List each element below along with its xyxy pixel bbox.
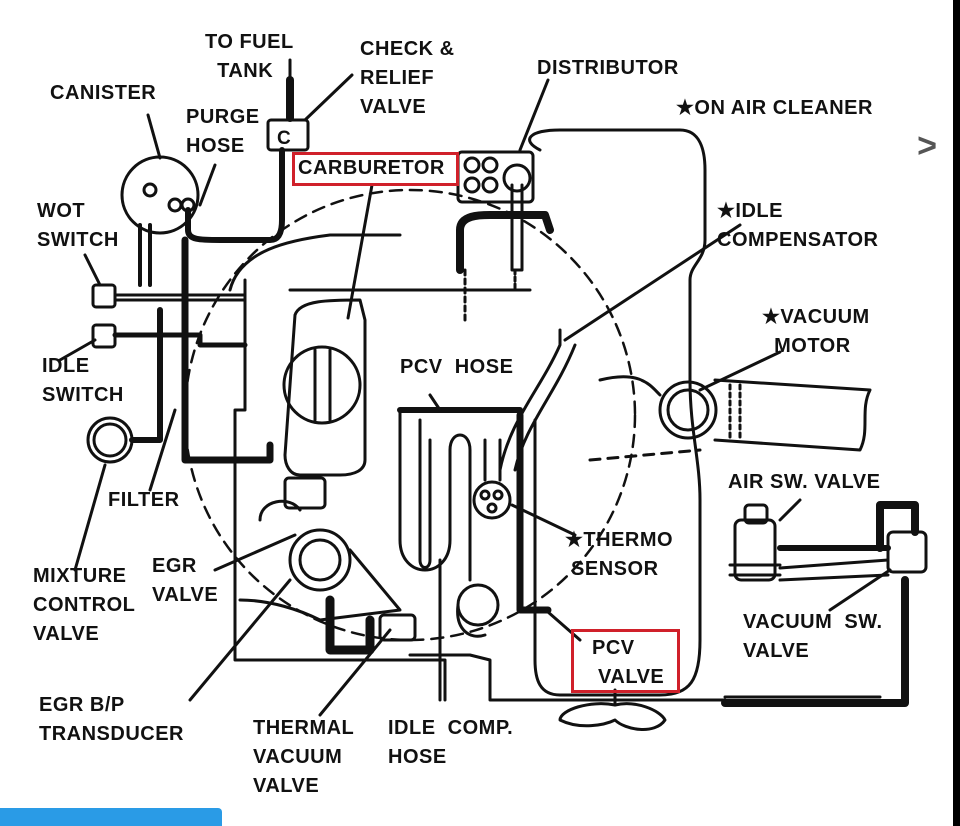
label-egr-valve: EGR VALVE [152,555,219,606]
pcv-valve-leader [546,610,582,642]
fan [558,702,667,731]
distributor-leader [518,78,550,152]
label-egr-bp-transducer: EGR B/P TRANSDUCER [39,694,184,745]
label-purge-hose: PURGE HOSE [186,106,260,157]
pcv-valve-highlight-box [571,629,680,693]
label-mixture-control-valve: MIXTURE CONTROL VALVE [33,565,136,645]
next-image-arrow-icon[interactable]: > [917,127,937,165]
wot-switch [91,283,117,309]
idle-switch-leader [58,338,97,362]
air-sw-valve-leader [778,498,802,522]
pcv-hose-leader [428,393,442,412]
mixture-control-leader [73,463,107,572]
carburetor-leader [346,183,374,320]
idle-compensator-leader [563,223,742,342]
egr-valve-leader [213,533,297,572]
thermal-vacuum-valve [378,613,417,642]
label-distributor: DISTRIBUTOR [537,57,679,79]
label-idle-switch: IDLE SWITCH [42,355,124,406]
carburetor-body [283,298,367,477]
carburetor-throttle [282,345,362,425]
label-thermo-sensor: ★THERMO SENSOR [565,529,674,580]
label-to-fuel-tank: TO FUEL TANK [205,31,294,82]
label-c-marker: C [277,128,292,149]
label-check-relief-valve: CHECK & RELIEF VALVE [360,38,455,118]
label-vacuum-motor: ★VACUUM MOTOR [762,306,870,357]
label-pcv-valve: PCV VALVE [592,637,665,688]
thermal-vacuum-leader [318,628,392,717]
label-air-sw-valve: AIR SW. VALVE [728,471,881,493]
vacuum-motor [658,380,718,440]
air-cleaner-housing [528,128,707,697]
thermo-sensor-body [472,480,512,520]
purge-hose-pipe [185,147,285,243]
label-vacuum-sw-valve: VACUUM SW. VALVE [743,611,883,662]
label-thermal-vacuum-valve: THERMAL VACUUM VALVE [253,717,355,797]
label-canister: CANISTER [50,82,157,104]
vacuum-motor-leader [698,350,782,392]
egr-bp-leader [188,578,292,702]
canister-leader [146,113,162,160]
air-sw-valve [733,518,777,582]
wot-switch-leader [83,253,102,287]
label-on-air-cleaner: ★ON AIR CLEANER [676,97,873,119]
label-filter: FILTER [108,489,180,511]
carburetor-highlight-box [292,152,459,186]
label-idle-compensator: ★IDLE COMPENSATOR [717,200,879,251]
label-wot-switch: WOT SWITCH [37,200,119,251]
label-idle-comp-hose: IDLE COMP. HOSE [388,717,514,768]
vacuum-sw-valve-leader [828,568,892,612]
filter-leader [148,408,177,492]
idle-switch [91,323,117,349]
vacuum-sw-valve [886,530,928,574]
purge-hose-leader [198,163,217,207]
egr-valve [288,528,352,592]
label-carburetor: CARBURETOR [298,157,445,179]
check-valve-leader [303,73,354,122]
viewer-bottom-bar [0,808,222,826]
pcv-hose-pipe [516,411,552,614]
label-pcv-hose: PCV HOSE [400,356,514,378]
